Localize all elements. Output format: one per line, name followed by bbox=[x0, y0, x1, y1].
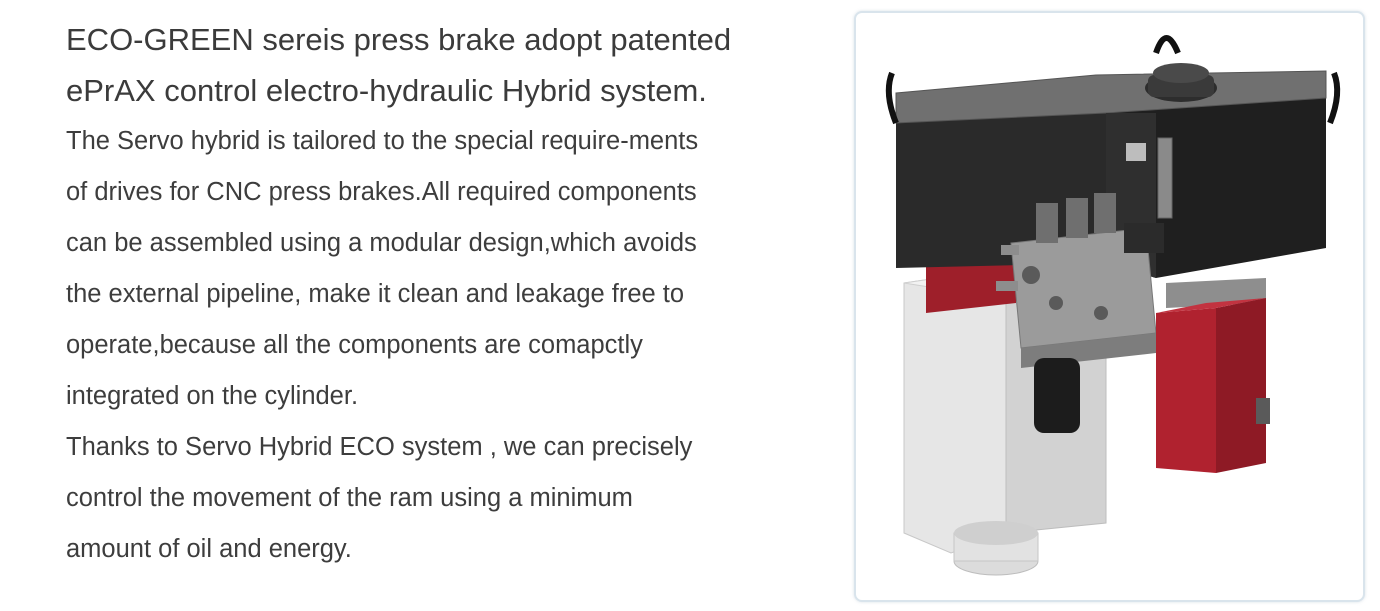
paragraph-line: control the movement of the ram using a … bbox=[66, 484, 633, 512]
servo-motor bbox=[1156, 278, 1270, 473]
headline-line: ECO-GREEN sereis press brake adopt paten… bbox=[66, 22, 732, 57]
headline-line: ePrAX control electro-hydraulic Hybrid s… bbox=[66, 73, 707, 108]
paragraph-line: integrated on the cylinder. bbox=[66, 382, 359, 410]
paragraph-line: of drives for CNC press brakes.All requi… bbox=[66, 178, 697, 206]
paragraph-line: operate,because all the components are c… bbox=[66, 331, 643, 359]
paragraph-line: can be assembled using a modular design,… bbox=[66, 229, 697, 257]
description-text: ECO-GREEN sereis press brake adopt paten… bbox=[66, 14, 826, 575]
oil-tank bbox=[885, 35, 1341, 278]
paragraph-line: the external pipeline, make it clean and… bbox=[66, 280, 685, 308]
paragraph-line: Thanks to Servo Hybrid ECO system , we c… bbox=[66, 433, 693, 461]
filter bbox=[1034, 358, 1080, 433]
paragraph-line: amount of oil and energy. bbox=[66, 535, 352, 563]
paragraph-line: The Servo hybrid is tailored to the spec… bbox=[66, 127, 699, 155]
body-text: The Servo hybrid is tailored to the spec… bbox=[66, 116, 826, 575]
headline: ECO-GREEN sereis press brake adopt paten… bbox=[66, 14, 826, 116]
valve-block bbox=[996, 193, 1164, 368]
product-image-frame bbox=[854, 11, 1365, 602]
hydraulic-unit-illustration bbox=[885, 35, 1341, 576]
